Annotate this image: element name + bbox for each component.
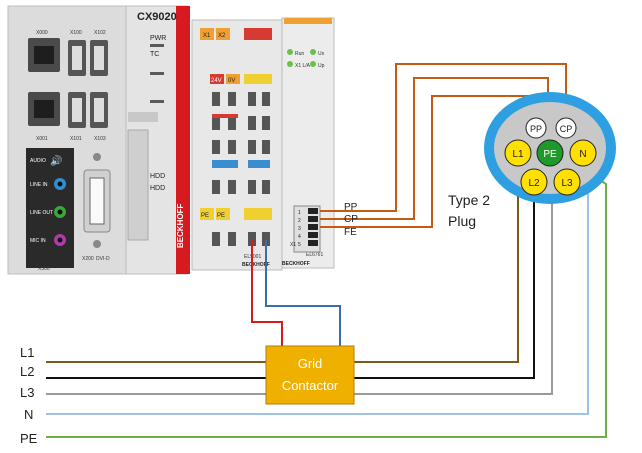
plug-pin-pp [525, 117, 547, 139]
l2-label: L2 [20, 364, 34, 379]
run-led-label: Run [295, 51, 304, 57]
tc-label: TC [150, 51, 159, 58]
line-n [46, 158, 589, 415]
contactor-label-1: Grid [298, 356, 323, 371]
n-label: N [24, 407, 33, 422]
plug-subtitle: Plug [448, 213, 476, 229]
port-label-x101: X101 [70, 136, 82, 142]
line-in-label: LINE IN [30, 182, 48, 188]
plug-pin-l2-label: L2 [528, 178, 540, 189]
plug-pin-l1-label: L1 [512, 149, 524, 160]
plug-pin-cp [555, 117, 577, 139]
controller-model: CX9020 [137, 11, 177, 23]
us-led-label: Us [318, 51, 325, 57]
connector-pin-5: 5 [298, 242, 301, 248]
ek-0v-label: 0V [228, 78, 235, 84]
connector-pin-1: 1 [298, 210, 301, 216]
plug-pin-n [569, 139, 597, 167]
el6761-terminal: Run Us X1 L/A Up EL6761 BECKHOFF 1 2 3 4… [281, 17, 335, 269]
audio-label: AUDIO [30, 158, 46, 164]
ek-brand-label: BECKHOFF [242, 262, 270, 268]
grid-contactor: Grid Contactor [265, 345, 355, 405]
brand-stripe [176, 6, 190, 274]
ek-24v-label: 24V [211, 78, 222, 84]
pwr-label: PWR [150, 35, 166, 42]
bus-coupler-terminal: X1 X2 24V 0V PE PE EL9001 BECKHOFF [191, 19, 283, 271]
plug-pin-cp-label: CP [560, 124, 573, 134]
plug-pin-l2 [520, 168, 548, 196]
pe-label: PE [20, 431, 38, 446]
mic-in-label: MIC IN [30, 238, 46, 244]
plug-pin-l3 [553, 168, 581, 196]
l1-label: L1 [20, 345, 34, 360]
hdd-label-1: HDD [150, 173, 165, 180]
plug-pin-l1 [504, 139, 532, 167]
port-label-x001: X001 [36, 136, 48, 142]
up-led-label: Up [318, 63, 325, 69]
port-label-dvid: DVI-D [96, 256, 110, 262]
hdd-label-2: HDD [150, 185, 165, 192]
connector-x1-label: X1 [290, 242, 296, 248]
l3-label: L3 [20, 385, 34, 400]
plug-title: Type 2 [448, 192, 490, 208]
connector-pin-4: 4 [298, 234, 301, 240]
controller-brand: BECKHOFF [176, 203, 185, 248]
el-model-label: EL6761 [306, 252, 323, 258]
cp-signal-label: CP [344, 214, 358, 225]
port-label-x103: X103 [94, 136, 106, 142]
contactor-label-2: Contactor [282, 378, 339, 393]
plug-pin-pe [536, 139, 564, 167]
el-brand-label: BECKHOFF [282, 261, 310, 267]
port-label-x102: X102 [94, 30, 106, 36]
audio-panel [26, 148, 74, 268]
plug-pin-pe-label: PE [543, 149, 557, 160]
port-label-x300: X300 [38, 266, 50, 272]
speaker-icon: 🔊 [50, 154, 62, 167]
link-led-label: X1 L/A [295, 63, 311, 69]
port-label-x200: X200 [82, 256, 94, 262]
type2-plug: PP CP L1 PE N L2 L3 [484, 92, 616, 204]
connector-pin-3: 3 [298, 226, 301, 232]
ek-x2-label: X2 [218, 33, 226, 39]
plug-pin-n-label: N [579, 149, 586, 160]
line-out-label: LINE OUT [30, 210, 53, 216]
port-label-x000: X000 [36, 30, 48, 36]
connector-pin-2: 2 [298, 218, 301, 224]
port-label-x100: X100 [70, 30, 82, 36]
plug-pin-l3-label: L3 [561, 178, 573, 189]
pp-signal-label: PP [344, 202, 358, 213]
plug-pin-pp-label: PP [530, 124, 542, 134]
ek-x1-label: X1 [203, 33, 211, 39]
ek-pe-label-2: PE [217, 213, 225, 219]
fe-signal-label: FE [344, 227, 357, 238]
ek-pe-label-1: PE [201, 213, 209, 219]
cx9020-controller: BECKHOFF CX9020 PWR TC HDD HDD X000 X100… [7, 5, 190, 275]
